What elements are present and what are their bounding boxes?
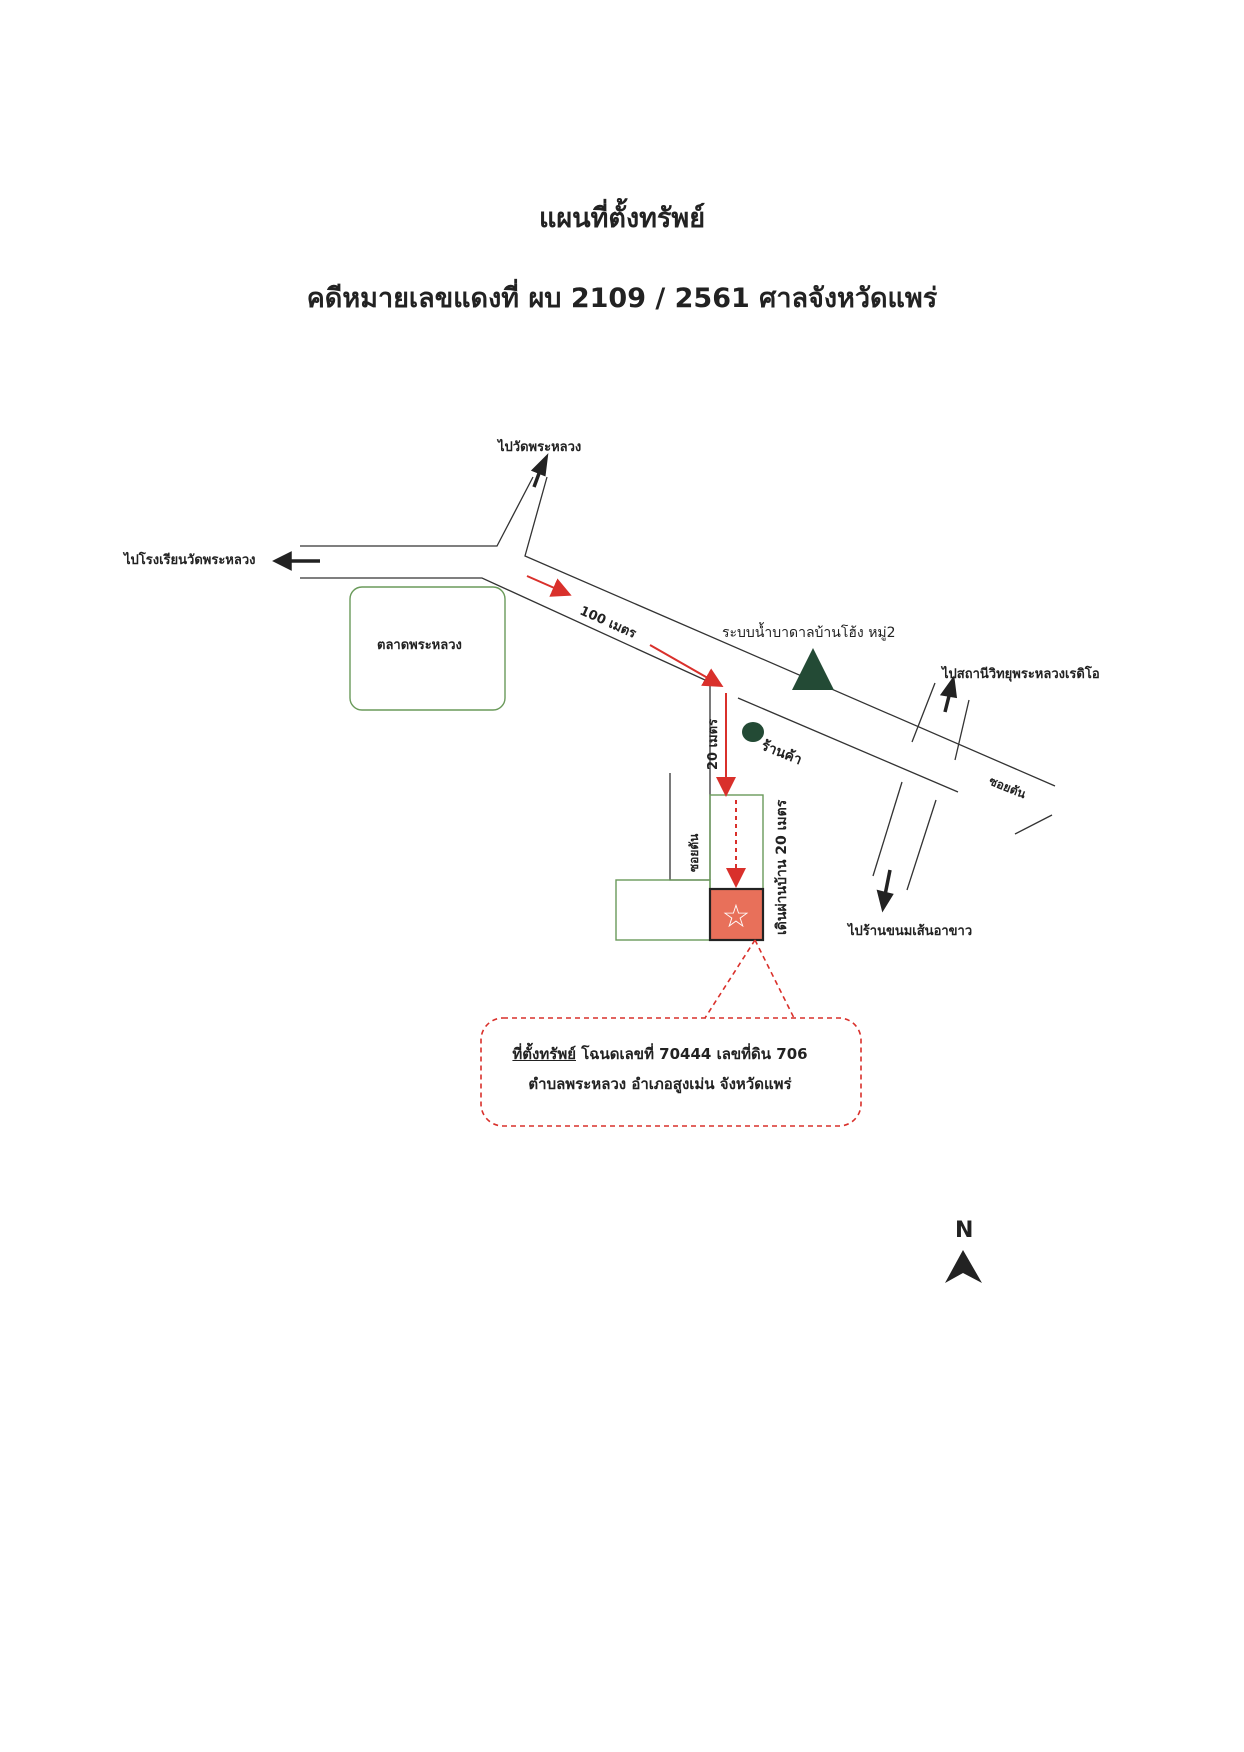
north-arrow-icon xyxy=(945,1250,982,1283)
water-tower-icon xyxy=(792,648,834,690)
callout-pointer xyxy=(704,939,795,1019)
route-arrows xyxy=(526,575,746,888)
label-water-system: ระบบน้ำบาดาลบ้านโฮ้ง หมู่2 xyxy=(722,625,896,641)
label-distance-20: 20 เมตร xyxy=(706,718,721,770)
market-block xyxy=(349,586,506,711)
north-label: N xyxy=(955,1218,974,1243)
star-icon: ☆ xyxy=(722,897,751,935)
label-market: ตลาดพระหลวง xyxy=(377,638,462,653)
label-walk-20: เดินผ่านบ้าน 20 เมตร xyxy=(774,799,790,935)
callout-label: ที่ตั้งทรัพย์ xyxy=(512,1045,576,1063)
page-title: แผนที่ตั้งทรัพย์ xyxy=(538,203,706,234)
label-to-wat: ไปวัดพระหลวง xyxy=(498,440,582,455)
label-to-radio: ไปสถานีวิทยุพระหลวงเรดิโอ xyxy=(942,667,1100,682)
label-to-khanom: ไปร้านขนมเส้นอาขาว xyxy=(848,924,973,939)
shop-icon xyxy=(742,722,764,742)
case-number: คดีหมายเลขแดงที่ ผบ 2109 / 2561 ศาลจังหว… xyxy=(306,283,938,314)
property-callout: ที่ตั้งทรัพย์ โฉนดเลขที่ 70444 เลขที่ดิน… xyxy=(475,1018,845,1124)
label-to-school: ไปโรงเรียนวัดพระหลวง xyxy=(124,553,256,568)
callout-deed: โฉนดเลขที่ 70444 เลขที่ดิน 706 xyxy=(576,1045,808,1063)
callout-address: ตำบลพระหลวง อำเภอสูงเม่น จังหวัดแพร่ xyxy=(528,1075,792,1093)
label-dead-end-left: ซอยตัน xyxy=(687,833,701,872)
cross-road xyxy=(872,682,970,891)
direction-arrows xyxy=(272,453,958,913)
property-plot xyxy=(708,887,765,942)
main-road xyxy=(300,476,1056,835)
